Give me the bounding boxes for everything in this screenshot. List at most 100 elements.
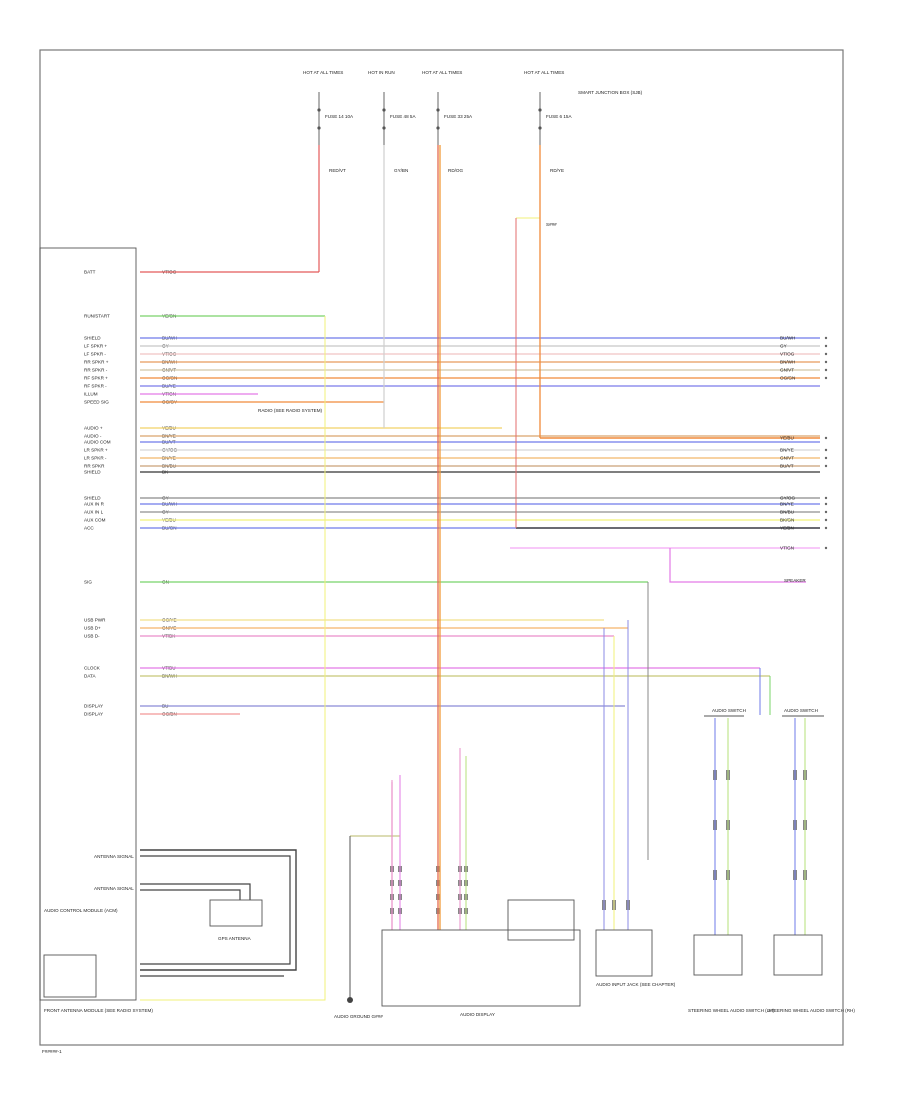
front-antenna-label: FRONT ANTENNA MODULE (SEE RADIO SYSTEM) (44, 1008, 153, 1013)
radio-note: RADIO (SEE RADIO SYSTEM) (258, 408, 323, 413)
pin-label: BATT (84, 270, 96, 275)
terminal-wire-code: GY/OG (780, 496, 795, 501)
switch-a-label: AUDIO SWITCH (712, 708, 746, 713)
pin-label: AUDIO COM (84, 440, 111, 445)
module-pin-row: AUX IN LGY (84, 510, 820, 515)
terminal-wire-code: BN/YE (780, 448, 794, 453)
terminal-wire-code: BU/WH (780, 336, 795, 341)
vertical-drops (318, 145, 806, 1000)
module-pin-row: LR SPKR +GY/OG (84, 448, 820, 453)
module-pin-row: AUX COMYE/BU (84, 518, 820, 523)
feed-fuse-label: FUSE 48 5A (390, 114, 416, 119)
module-pin-row: SPEED SIGOG/GY (84, 400, 384, 405)
terminal-wire-code: GN/VT (780, 456, 794, 461)
feed-top-label: HOT AT ALL TIMES (303, 70, 343, 75)
pin-label: AUDIO - (84, 434, 102, 439)
pin-label: ILLUM (84, 392, 98, 397)
steering-left-label: STEERING WHEEL AUDIO SWITCH (LH) (688, 1008, 775, 1013)
terminal-wire-code: VT/GN (780, 546, 794, 551)
pin-label: SHIELD (84, 470, 101, 475)
pin-label: AUX IN R (84, 502, 105, 507)
gps-antenna-box (209, 899, 263, 927)
module-pin-row: RR SPKRBN/BU (84, 464, 820, 469)
terminal-pin (824, 510, 828, 514)
pin-label: RUN/START (84, 314, 110, 319)
terminal-pin (824, 436, 828, 440)
front-controls-box (595, 929, 653, 977)
terminal-wire-code: BN/YE (780, 502, 794, 507)
terminal-pin (824, 526, 828, 530)
ground-symbol (347, 997, 353, 1003)
fuse-icon (436, 108, 440, 112)
feed-wire-label: RD/YE (550, 168, 564, 173)
module-pin-row: RF SPKR + OG/GN (84, 376, 820, 381)
module-name: AUDIO CONTROL MODULE (ACM) (44, 908, 118, 913)
feed-top-label: HOT AT ALL TIMES (524, 70, 564, 75)
module-pin-row: BATTVT/OG (84, 270, 319, 275)
feed-top-label: HOT AT ALL TIMES (422, 70, 462, 75)
connector-wires: RADIO (SEE RADIO SYSTEM) (140, 217, 820, 1001)
connector-pins (390, 770, 807, 914)
terminal-pin (824, 344, 828, 348)
antenna-label-2: ANTENNA SIGNAL (94, 886, 134, 891)
module-pins: BATTVT/OGRUN/STARTYE/GNSHIELDBU/WHLF SPK… (84, 217, 820, 1001)
module-pin-row: USB PWROG/YE (84, 618, 604, 623)
module-pin-row: SHIELD BU/WH (84, 336, 820, 341)
terminal-wire-code: BU/VT (780, 464, 794, 469)
module-pin-row: DATABN/WH (84, 674, 770, 679)
terminal-pin (824, 502, 828, 506)
module-pin-row: AUDIO -BN/YE (84, 434, 820, 439)
pin-label: SIG (84, 580, 92, 585)
splice-label: S### (546, 222, 557, 227)
module-pin-row: LF SPKR + GY (84, 344, 820, 349)
pin-label: RF SPKR + (84, 376, 108, 381)
module-pin-row: USB D-VT/BK (84, 634, 614, 639)
module-pin-row: SHIELDGY (84, 496, 820, 501)
footer-label: F#####-1 (42, 1049, 62, 1054)
feed-fuse-label: FUSE 6 15A (546, 114, 572, 119)
terminal-pin (824, 518, 828, 522)
module-pin-row: AUDIO +YE/BU (84, 426, 502, 431)
right-terminals: BU/WHGYVT/OGBN/WHGN/VTOG/GNYE/BUBN/YEGN/… (390, 336, 828, 914)
terminal-wire-code: YE/BU (780, 436, 794, 441)
module-pin-row: RUN/STARTYE/GN (84, 314, 325, 319)
pin-label: LF SPKR + (84, 344, 107, 349)
magenta-wire (669, 548, 806, 583)
audio-control-module (39, 247, 137, 1001)
terminal-pin (824, 368, 828, 372)
pin-label: RF SPKR - (84, 384, 107, 389)
front-controls-label: AUDIO INPUT JACK (SEE CHAPTER) (596, 982, 676, 987)
fuse-box-label: SMART JUNCTION BOX (SJB) (578, 90, 643, 95)
components: GPS ANTENNA FRONT ANTENNA MODULE (SEE RA… (43, 578, 855, 1019)
terminal-wire-code: GN/VT (780, 368, 794, 373)
antenna-wires: ANTENNA SIGNAL ANTENNA SIGNAL (94, 849, 297, 977)
terminal-wire-code: GY (780, 344, 787, 349)
pin-label: LR SPKR - (84, 456, 107, 461)
module-pin-row: CLOCKVT/BU (84, 666, 760, 671)
fuse-icon (382, 126, 386, 130)
pin-label: SHIELD (84, 336, 101, 341)
yellow-bus-wire (140, 316, 326, 1001)
module-pin-row: RF SPKR -BU/YE (84, 384, 820, 389)
pin-label: USB D- (84, 634, 100, 639)
pin-label: LR SPKR + (84, 448, 108, 453)
fuse-icon (317, 126, 321, 130)
pin-label: ACC (84, 526, 94, 531)
terminal-wire-code: OG/GN (780, 376, 795, 381)
pin-label: USB PWR (84, 618, 106, 623)
terminal-wire-code: VT/OG (780, 352, 795, 357)
pin-label: USB D+ (84, 626, 101, 631)
fuse-icon (382, 108, 386, 112)
switch-b-label: AUDIO SWITCH (784, 708, 818, 713)
feed-fuse-label: FUSE 33 25A (444, 114, 473, 119)
terminal-wire-code: BK/GN (780, 518, 794, 523)
pin-label: DATA (84, 674, 97, 679)
terminal-pin (824, 336, 828, 340)
module-pin-row: DISPLAYOG/BN (84, 712, 240, 717)
terminal-pin (824, 496, 828, 500)
